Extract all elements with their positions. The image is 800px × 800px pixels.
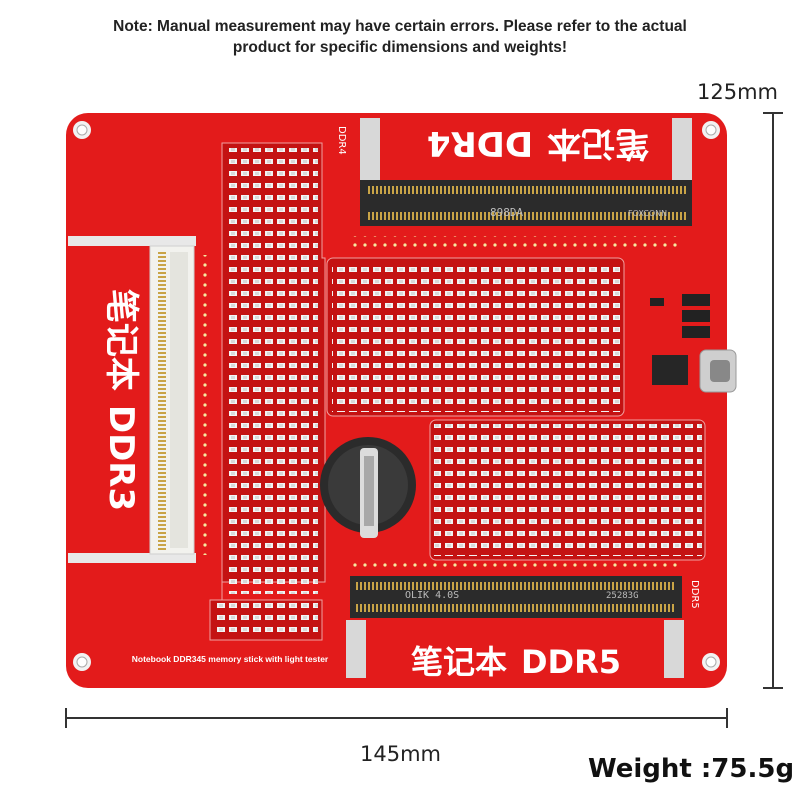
svg-text:笔记本DDR4: 笔记本 DDR4 (427, 123, 649, 163)
ddr3-chinese-label: 笔记本 (101, 289, 141, 391)
smd-components (650, 294, 710, 385)
led-panel-right (429, 419, 706, 561)
usb-c-port (699, 349, 737, 393)
ddr4-slot-brand: FOXCONN (628, 209, 667, 218)
via-column-left (200, 255, 212, 555)
note-text: Note: Manual measurement may have certai… (60, 16, 740, 58)
ddr5-label: DDR5 (521, 643, 621, 681)
ddr3-silkscreen-label: 笔记本 DDR3 (101, 289, 141, 511)
ddr3-label: DDR3 (101, 405, 141, 511)
ddr5-slot-label: DDR5 (689, 580, 700, 609)
note-line-2: product for specific dimensions and weig… (232, 39, 568, 56)
ddr4-label: DDR4 (427, 123, 533, 163)
svg-text:笔记本DDR3: 笔记本 DDR3 (101, 289, 141, 511)
ddr3-slot (68, 236, 196, 563)
weight-label: Weight :75.5g (588, 754, 795, 784)
via-row-top (352, 236, 682, 248)
ddr5-slot: OLIK 4.0S 25283G (346, 576, 684, 678)
mounting-holes (73, 121, 720, 671)
via-row-bottom (352, 560, 682, 572)
led-panel-center (326, 257, 625, 417)
height-dimension-label: 125mm (697, 80, 778, 104)
height-dimension-line (763, 112, 783, 689)
ddr5-silkscreen-label: 笔记本 DDR5 DDR5 (411, 580, 700, 681)
ddr4-slot-marking: 898DA (490, 206, 523, 219)
led-panel-left (209, 142, 326, 641)
ddr4-slot: 898DA FOXCONN (360, 118, 692, 226)
board-caption: Notebook DDR345 memory stick with light … (132, 654, 329, 664)
ddr5-slot-marking-2: 25283G (606, 591, 639, 601)
ddr5-chinese-label: 笔记本 (411, 643, 507, 681)
ddr4-chinese-label: 笔记本 (547, 123, 649, 163)
ddr5-slot-marking: OLIK 4.0S (405, 590, 459, 601)
note-line-1: Note: Manual measurement may have certai… (113, 18, 687, 35)
ddr4-slot-label: DDR4 (336, 126, 347, 155)
width-dimension-label: 145mm (360, 742, 441, 766)
coin-battery-holder (320, 437, 416, 538)
width-dimension-line (65, 708, 728, 728)
ddr4-silkscreen-label: 笔记本 DDR4 DDR4 (336, 123, 649, 163)
